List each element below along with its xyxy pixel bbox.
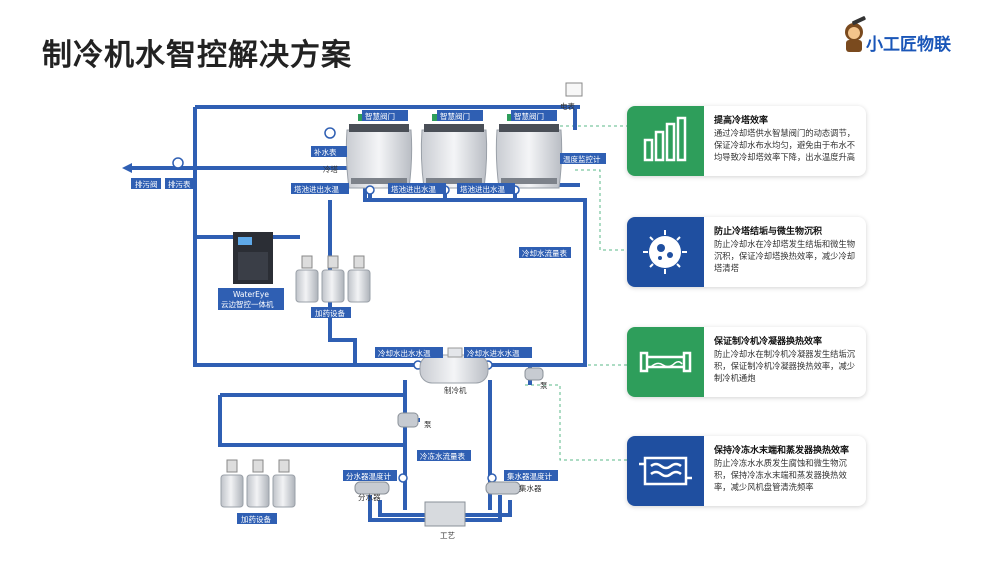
logo-text: 小工匠物联 [866,35,951,55]
drain-valve-label: 排污阀 [135,179,158,189]
cool-out-label: 冷却水出水水温 [378,348,431,358]
card-desc: 通过冷却塔供水智慧阀门的动态调节，保证冷却水布水均匀，避免由于布水不均导致冷却塔… [714,128,856,162]
tower-temp-label: 塔池进出水温 [391,184,436,194]
diagram-labels: 智慧阀门 智慧阀门 智慧阀门 补水表 温度监控计 塔池进出水温 塔池进出水温 塔… [131,110,606,524]
dist-temp-label: 分水器温度计 [346,471,391,481]
collector-icon [485,481,521,495]
watereye-sublabel: 云边智控一体机 [221,299,274,309]
tower-temp-label: 塔池进出水温 [294,184,339,194]
electric-meter-label: 电表 [560,101,575,111]
temp-meter-label: 温度监控计 [563,154,601,164]
dosing-label: 加药设备 [241,514,271,524]
cooling-flow-label: 冷却水流量表 [522,248,567,258]
pump-label: 泵 [540,381,548,390]
dosing-label: 加药设备 [315,308,345,318]
card-title: 保证制冷机冷凝器换热效率 [714,337,823,347]
drain-meter-label: 排污表 [168,179,191,189]
pump-icon [524,367,544,381]
card-desc: 防止冷冻水水质发生腐蚀和微生物沉积，保持冷冻水末端和蒸发器换热效率，减少风机盘管… [714,458,847,492]
card-desc: 防止冷却水在冷却塔发生结垢和微生物沉积，保证冷却塔换热效率，减少冷却塔清塔 [714,239,856,273]
collector-label: 集水器 [519,483,542,493]
page-title: 制冷机水智控解决方案 [42,38,352,73]
coll-temp-label: 集水器温度计 [507,471,552,481]
chiller-label: 制冷机 [444,385,467,395]
cooling-tower [345,124,413,189]
logo [845,16,866,52]
heat-exchanger-icon [627,436,704,506]
benefit-card: 保证制冷机冷凝器换热效率 防止冷却水在制冷机冷凝器发生结垢沉积，保证制冷机冷凝器… [627,327,866,397]
card-desc: 防止冷却水在制冷机冷凝器发生结垢沉积，保证制冷机冷凝器换热效率，减少制冷机通炮 [714,349,856,383]
process-unit-icon [424,501,466,527]
card-title: 提高冷塔效率 [714,116,769,126]
chill-flow-label: 冷冻水流量表 [420,451,465,461]
tower-label: 冷塔 [323,164,338,174]
distributor-label: 分水器 [358,492,381,502]
cooling-tower [495,124,563,189]
watereye-cabinet-icon [233,232,273,284]
watereye-label: WaterEye [233,290,269,299]
card-title: 防止冷塔结垢与微生物沉积 [714,227,823,237]
cooling-tower [420,124,488,189]
distributor-icon [354,481,390,495]
dosing-drums [220,459,296,508]
cool-in-label: 冷却水进水水温 [467,348,520,358]
tower-temp-label: 塔池进出水温 [460,184,505,194]
craftsman-mascot-logo [845,16,866,52]
electric-meter-icon [565,82,583,97]
valve-label: 智慧阀门 [365,111,395,121]
valve-sensors [358,114,514,121]
benefit-card: 提高冷塔效率 通过冷却塔供水智慧阀门的动态调节，保证冷却水布水均匀，避免由于布水… [627,106,866,176]
benefit-card: 保持冷冻水末端和蒸发器换热效率 防止冷冻水水质发生腐蚀和微生物沉积，保持冷冻水末… [627,436,866,506]
benefit-card: 防止冷塔结垢与微生物沉积 防止冷却水在冷却塔发生结垢和微生物沉积，保证冷却塔换热… [627,217,866,287]
microbe-icon [627,217,704,287]
process-label: 工艺 [440,531,455,540]
makeup-meter-label: 补水表 [314,147,337,157]
pump-icon [397,412,419,428]
diagram-plain-labels: 电表 冷塔 制冷机 泵 泵 分水器 集水器 工艺 [323,101,575,540]
valve-label: 智慧阀门 [440,111,470,121]
cooling-towers [345,124,563,189]
dosing-drums [295,255,371,303]
valve-label: 智慧阀门 [514,111,544,121]
pump-label: 泵 [424,420,432,429]
bar-chart-icon [627,106,704,176]
card-title: 保持冷冻水末端和蒸发器换热效率 [714,446,850,456]
chiller-icon [419,347,489,384]
condenser-tube-icon [627,327,704,397]
